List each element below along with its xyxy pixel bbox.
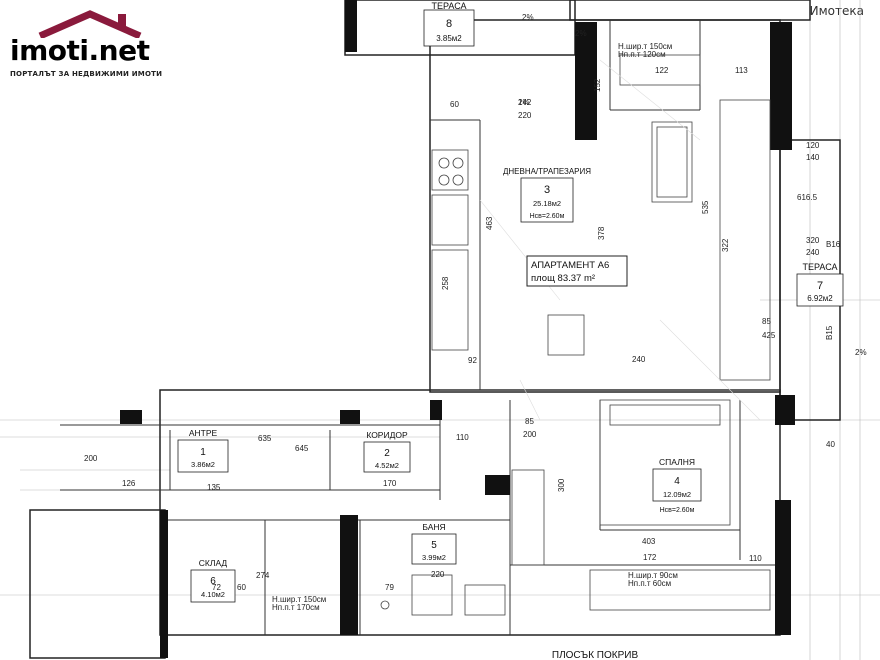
dimension-label: B15 [825,325,834,340]
window-note: Н.шир.т 150см [272,595,326,604]
living-label: ДНЕВНА/ТРАПЕЗАРИЯ 3 25.18м2 Нсв=2.60м [503,167,591,223]
terrace-7-area: 6.92м2 [807,294,833,303]
terrace-8-num: 8 [446,18,452,30]
bath-name: БАНЯ [422,522,445,532]
dimension-label: 135 [207,483,221,492]
dimension-label: 403 [642,537,656,546]
bath-num: 5 [431,540,437,551]
house-roof-icon [38,10,142,38]
imoti-logo: imoti.net ПОРТАЛЪТ ЗА НЕДВИЖИМИ ИМОТИ [8,10,178,82]
living-num: 3 [544,184,550,196]
dimension-label: 113 [735,66,748,75]
dimension-label: 425 [762,331,776,340]
dimension-label: 645 [295,444,309,453]
dimension-label: 110 [749,554,762,563]
bedroom-label: СПАЛНЯ 4 12.09м2 Нсв=2.60м [652,457,702,514]
dimension-label: 200 [84,454,98,463]
storage-name: СКЛАД [199,558,228,568]
terrace-8-label: ТЕРАСА 8 3.85м2 [423,1,475,47]
dimension-label: 152 [593,78,602,92]
dimension-label: 320 [806,236,820,245]
bedroom-num: 4 [674,476,680,487]
logo-tagline: ПОРТАЛЪТ ЗА НЕДВИЖИМИ ИМОТИ [10,70,163,78]
bedroom-height: Нсв=2.60м [660,507,695,514]
dimension-label: 463 [485,216,494,230]
window-note: Нп.п.т 60см [628,579,671,588]
window-note: Нп.п.т 170см [272,603,320,612]
dimension-label: 140 [806,153,820,162]
flat-roof-label: ПЛОСЪК ПОКРИВ [552,650,639,660]
dimension-label: 2% [518,98,530,107]
watermark: Имотека [809,4,864,18]
corridor-name: КОРИДОР [366,430,408,440]
corridor-label: КОРИДОР 2 4.52м2 [363,430,411,473]
dimension-label: 126 [122,479,136,488]
dimension-label: 142 [518,98,532,107]
apartment-title: АПАРТАМЕНТ А6 [531,260,609,271]
living-height: Нсв=2.60м [530,213,565,220]
dimension-label: 322 [721,238,730,252]
entry-name: АНТРЕ [189,428,218,438]
terrace-7-name: ТЕРАСА [802,262,837,272]
logo-wordmark: imoti.net [10,34,150,67]
dimension-label: 85 [762,317,771,326]
entry-num: 1 [200,447,206,458]
living-name: ДНЕВНА/ТРАПЕЗАРИЯ [503,167,591,176]
dimension-label: 40 [826,440,835,449]
dimension-label: 274 [256,571,270,580]
apartment-area: площ 83.37 m² [531,273,595,284]
dimension-label: 2% [575,29,587,38]
dimension-label: 170 [383,479,397,488]
storage-area: 4.10м2 [201,590,225,599]
dimension-label: 85 [525,417,534,426]
dimension-label: 240 [632,355,646,364]
furniture [380,54,771,616]
terrace-7-num: 7 [817,280,823,292]
storage-label: СКЛАД 6 4.10м2 [190,558,236,603]
dimension-label: 2% [522,13,534,22]
entry-label: АНТРЕ 1 3.86м2 [177,428,229,473]
dimension-label: 240 [806,248,820,257]
dimension-label: 72 [212,583,221,592]
dimension-label: 378 [597,226,606,240]
dimension-label: 220 [431,570,445,579]
terrace-7-label: ТЕРАСА 7 6.92м2 [796,262,844,307]
dimension-label: 92 [468,356,477,365]
dimension-label: 172 [643,553,657,562]
bedroom-area: 12.09м2 [663,490,691,499]
corridor-num: 2 [384,448,390,459]
dimension-label: 258 [441,276,450,290]
dimension-label: 120 [806,141,820,150]
terrace-8-name: ТЕРАСА [431,1,466,11]
dimension-label: 200 [523,430,537,439]
dimension-label: 60 [450,100,459,109]
storage-num: 6 [210,576,216,587]
living-area: 25.18м2 [533,199,561,208]
dimension-label: 2% [855,348,867,357]
dimension-label: 60 [237,583,246,592]
bath-label: БАНЯ 5 3.99м2 [411,522,457,565]
dimension-label: 79 [385,583,394,592]
structural-columns [120,0,795,658]
corridor-area: 4.52м2 [375,461,399,470]
apartment-label: АПАРТАМЕНТ А6 площ 83.37 m² [526,255,628,287]
window-note: Н.шир.т 150см [618,42,672,51]
window-note: Н.шир.т 90см [628,571,678,580]
dimension-label: 535 [701,200,710,214]
entry-area: 3.86м2 [191,460,215,469]
dimension-label: 122 [655,66,669,75]
dimension-label: 110 [456,433,469,442]
dimension-label: 220 [518,111,532,120]
bedroom-name: СПАЛНЯ [659,457,695,467]
dimension-label: 300 [557,478,566,492]
window-note: Нп.п.т 120см [618,50,666,59]
dimension-label: B16 [826,240,841,249]
dimension-label: 635 [258,434,272,443]
dimension-label: 616.5 [797,193,818,202]
bath-area: 3.99м2 [422,553,446,562]
terrace-8-area: 3.85м2 [436,34,462,43]
